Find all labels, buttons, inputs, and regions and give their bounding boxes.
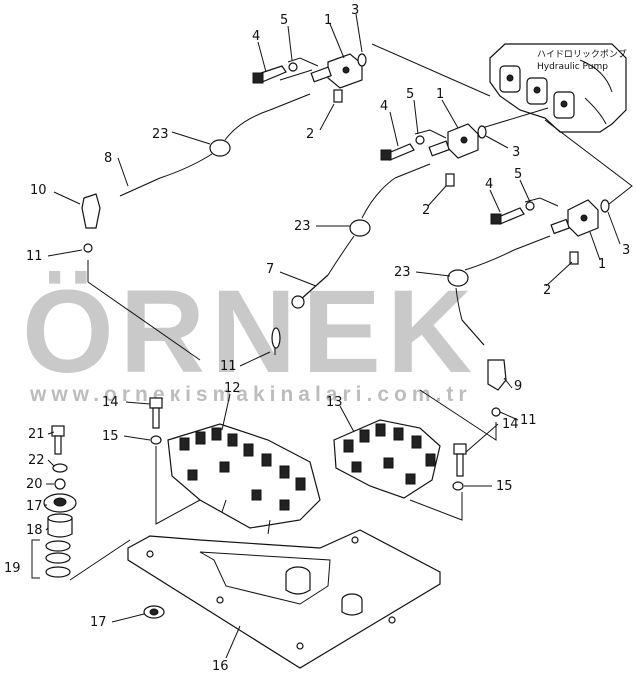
callout-4: 4 <box>380 99 388 114</box>
callout-22: 22 <box>28 453 45 468</box>
callout-3: 3 <box>622 243 630 258</box>
hoses <box>119 93 551 355</box>
mounting-plate-16 <box>127 529 441 669</box>
callout-13: 13 <box>326 395 343 410</box>
callout-23: 23 <box>394 265 411 280</box>
callout-17: 17 <box>26 499 43 514</box>
watermark-url: www.orneкismakinalari.com.tr <box>29 383 472 406</box>
control-valve-13 <box>333 419 441 499</box>
pump-leader-lines <box>371 43 633 209</box>
hydraulic-pump: ハイドロリックポンプ Hydraulic Pump <box>489 43 627 133</box>
callout-11: 11 <box>520 413 537 428</box>
callout-18: 18 <box>26 523 43 538</box>
pump-label-english: Hydraulic Pump <box>537 62 608 72</box>
elbow-10 <box>81 193 201 361</box>
callout-19: 19 <box>4 561 21 576</box>
callout-8: 8 <box>104 151 112 166</box>
callout-16: 16 <box>212 659 229 674</box>
callout-17: 17 <box>90 615 107 630</box>
bushing-17-lower <box>143 605 165 619</box>
mount-hardware-stack <box>31 425 131 581</box>
callout-20: 20 <box>26 477 43 492</box>
watermark: ÖRNEK www.orneкismakinalari.com.tr <box>22 266 478 406</box>
flange-assembly-b <box>380 123 487 187</box>
callout-2: 2 <box>306 127 314 142</box>
callout-3: 3 <box>512 145 520 160</box>
callout-15: 15 <box>496 479 513 494</box>
control-valve-12 <box>167 423 321 535</box>
callout-2: 2 <box>422 203 430 218</box>
callout-14: 14 <box>502 417 519 432</box>
callout-1: 1 <box>598 257 606 272</box>
callout-5: 5 <box>514 167 522 182</box>
callout-23: 23 <box>152 127 169 142</box>
bolt-14-left <box>149 397 201 525</box>
callout-2: 2 <box>543 283 551 298</box>
pump-label-japanese: ハイドロリックポンプ <box>537 49 627 60</box>
callout-4: 4 <box>252 29 260 44</box>
flange-assembly-c <box>490 197 610 265</box>
callout-1: 1 <box>324 13 332 28</box>
callout-leaders <box>45 13 621 659</box>
callout-4: 4 <box>485 177 493 192</box>
callout-15: 15 <box>102 429 119 444</box>
callout-11: 11 <box>220 359 237 374</box>
callout-3: 3 <box>351 3 359 18</box>
callout-5: 5 <box>406 87 414 102</box>
watermark-brand: ÖRNEK <box>22 266 478 398</box>
callout-14: 14 <box>102 395 119 410</box>
callout-23: 23 <box>294 219 311 234</box>
callout-9: 9 <box>514 379 522 394</box>
callout-labels: 1 1 1 2 2 2 3 3 3 4 4 4 5 5 5 7 8 9 10 1… <box>4 3 630 674</box>
callout-21: 21 <box>28 427 45 442</box>
flange-assembly-a <box>252 53 367 103</box>
bolt-14-right <box>409 443 467 521</box>
elbow-9 <box>419 359 507 441</box>
callout-12: 12 <box>224 381 241 396</box>
callout-5: 5 <box>280 13 288 28</box>
callout-1: 1 <box>436 87 444 102</box>
callout-11: 11 <box>26 249 43 264</box>
callout-10: 10 <box>30 183 47 198</box>
callout-7: 7 <box>266 262 274 277</box>
